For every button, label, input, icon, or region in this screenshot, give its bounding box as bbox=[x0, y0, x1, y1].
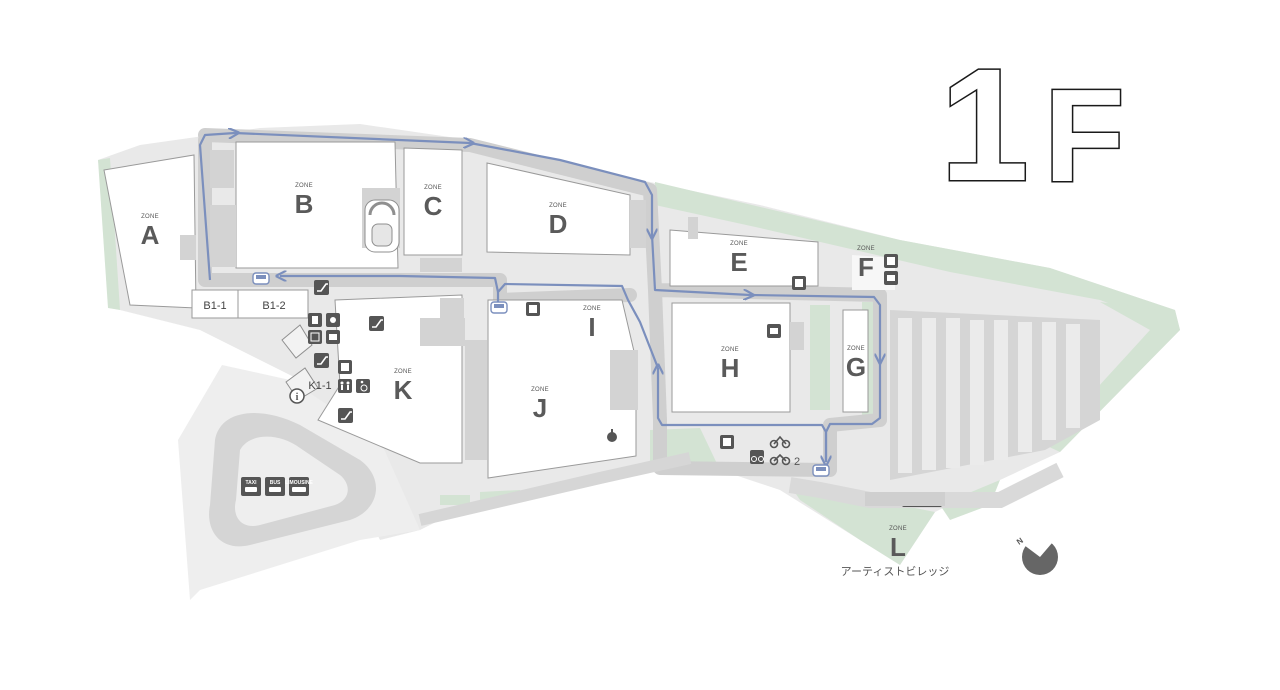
buildings bbox=[103, 141, 895, 479]
accessible-icon bbox=[356, 379, 370, 393]
building-h bbox=[671, 302, 791, 413]
atm-icon bbox=[884, 271, 898, 285]
vending-icon bbox=[884, 254, 898, 268]
building-d bbox=[486, 162, 631, 256]
building-c bbox=[403, 147, 463, 256]
svg-text:ZONE: ZONE bbox=[394, 369, 412, 375]
escalator-icon bbox=[314, 353, 329, 368]
atm-icon bbox=[326, 330, 340, 344]
north-label: N bbox=[1015, 536, 1025, 547]
svg-text:E: E bbox=[730, 247, 747, 277]
room-b1-2 bbox=[237, 289, 309, 319]
svg-text:LIMOUSINE: LIMOUSINE bbox=[285, 480, 313, 486]
escalator-icon bbox=[369, 316, 384, 331]
svg-text:i: i bbox=[296, 392, 299, 403]
svg-text:H: H bbox=[721, 353, 740, 383]
vending-icon bbox=[792, 276, 806, 290]
svg-text:ZONE: ZONE bbox=[847, 346, 865, 352]
bus-stop-icons bbox=[252, 272, 830, 477]
shuttle-route bbox=[198, 133, 880, 462]
b1-rooms: B1-1 B1-2 bbox=[191, 289, 309, 319]
svg-text:ZONE: ZONE bbox=[889, 526, 907, 532]
north-compass-icon: N bbox=[1015, 536, 1058, 575]
bicycle-icon bbox=[769, 453, 791, 466]
svg-text:BUS: BUS bbox=[270, 480, 281, 486]
svg-text:G: G bbox=[846, 352, 866, 382]
svg-text:ZONE: ZONE bbox=[141, 214, 159, 220]
lower-road-edge bbox=[418, 452, 692, 526]
svg-text:K: K bbox=[394, 375, 413, 405]
floor-number: 1 bbox=[940, 35, 1029, 214]
zone-l-structure bbox=[865, 492, 945, 506]
svg-text:ZONE: ZONE bbox=[424, 185, 442, 191]
info-icon: i bbox=[289, 388, 305, 404]
svg-text:J: J bbox=[533, 393, 547, 423]
bike-parking-2-number: 2 bbox=[794, 456, 800, 468]
svg-text:D: D bbox=[549, 209, 568, 239]
stadium bbox=[364, 199, 400, 253]
svg-text:B: B bbox=[295, 189, 314, 219]
bike-parking-2: 2 bbox=[769, 435, 800, 468]
escalator-icon bbox=[338, 408, 353, 423]
escalator-icon bbox=[314, 280, 329, 295]
building-g bbox=[842, 309, 869, 413]
bus-icon bbox=[812, 464, 830, 477]
svg-text:ZONE: ZONE bbox=[730, 241, 748, 247]
artist-village-label: アーティストビレッジ bbox=[841, 565, 950, 578]
room-b1-1 bbox=[191, 289, 239, 319]
svg-text:F: F bbox=[858, 252, 874, 282]
bus-icon bbox=[252, 272, 270, 285]
bus-icon bbox=[490, 301, 508, 314]
motorcycle-icon bbox=[769, 435, 791, 449]
drink-icon bbox=[308, 313, 322, 327]
svg-text:A: A bbox=[141, 220, 160, 250]
svg-text:ZONE: ZONE bbox=[583, 306, 601, 312]
bicycle-rental-icon bbox=[750, 450, 764, 464]
facility-icons: i bbox=[289, 254, 898, 464]
svg-text:L: L bbox=[890, 532, 906, 562]
room-k1-1-label: K1-1 bbox=[308, 380, 331, 392]
floor-indicator: 1 F bbox=[939, 34, 1127, 216]
roads bbox=[198, 128, 887, 477]
svg-text:ZONE: ZONE bbox=[295, 183, 313, 189]
camera-icon bbox=[326, 313, 340, 327]
svg-text:I: I bbox=[588, 312, 595, 342]
locker-icon bbox=[308, 330, 322, 344]
vending-icon bbox=[720, 435, 734, 449]
parking-lot bbox=[890, 310, 1100, 480]
floor-letter: F bbox=[1044, 62, 1125, 209]
apple-icon bbox=[607, 429, 617, 442]
room-b1-1-label: B1-1 bbox=[203, 300, 226, 312]
svg-text:TAXI: TAXI bbox=[245, 480, 257, 486]
building-e bbox=[669, 229, 819, 287]
svg-text:ZONE: ZONE bbox=[531, 387, 549, 393]
svg-text:ZONE: ZONE bbox=[549, 203, 567, 209]
transport-signs: TAXI BUS LIMOUSINE bbox=[241, 477, 314, 496]
limousine-sign: LIMOUSINE bbox=[285, 477, 314, 496]
restroom-icon bbox=[338, 379, 352, 393]
bus-sign: BUS bbox=[265, 477, 285, 496]
svg-text:ZONE: ZONE bbox=[857, 246, 875, 252]
svg-text:C: C bbox=[424, 191, 443, 221]
vending-icon bbox=[338, 360, 352, 374]
vending-icon bbox=[526, 302, 540, 316]
svg-text:ZONE: ZONE bbox=[721, 347, 739, 353]
taxi-sign: TAXI bbox=[241, 477, 261, 496]
room-b1-2-label: B1-2 bbox=[262, 300, 285, 312]
shop-icon bbox=[767, 324, 781, 338]
